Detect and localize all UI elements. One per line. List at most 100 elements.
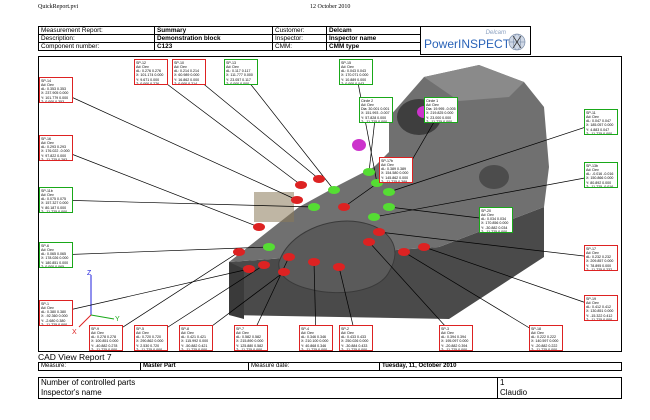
- leader-line: [423, 246, 602, 309]
- callout-id: SP-12: [136, 60, 146, 65]
- callout-id: SP-16: [41, 136, 51, 141]
- callout-row: X: 150.866 0.000: [586, 176, 614, 181]
- callout-row: dL: 0.232 0.232: [586, 255, 611, 260]
- callout-row: Y: -20.882 0.394: [441, 343, 468, 348]
- callout-row: X: 151.993 -0.007: [361, 111, 390, 116]
- measure-point-dot: [243, 265, 255, 273]
- callout-row: Ad: Dev: [341, 64, 354, 69]
- leader-line: [388, 121, 602, 193]
- callout-row: Y: 16.862 0.000: [174, 77, 200, 82]
- callout-row: dL: 0.034 0.034: [481, 217, 506, 222]
- measure-point-dot: [313, 175, 325, 183]
- callout-id: SP-7: [236, 326, 244, 331]
- callout-row: Ad: Dev: [341, 330, 354, 335]
- inspectors-name-value: Claudio: [497, 388, 622, 399]
- callout-row: Y: 23.057 0.117: [226, 77, 251, 82]
- callout-row: Ad: Dev: [226, 64, 239, 69]
- description-value: Demonstration block: [154, 34, 273, 43]
- measurement-report-label: Measurement Report:: [38, 26, 155, 35]
- measure-point-dot: [363, 238, 375, 246]
- callout-row: Z: 0.000 0.276: [136, 81, 160, 85]
- callout-row: Z: -11.725 0.389: [381, 179, 408, 183]
- callout-id: SP-13: [226, 60, 236, 65]
- axis-y-label: Y: [115, 316, 120, 323]
- callout-row: X: 290.862 0.000: [136, 339, 164, 344]
- callout-row: X: 185.057 0.000: [586, 123, 614, 128]
- callout-row: Z: -11.725 0.000: [586, 131, 613, 135]
- callout-row: Z: -11.725 0.000: [136, 347, 163, 351]
- circle-2-marker: [352, 139, 366, 151]
- callout-row: Ad: Dev: [301, 330, 314, 335]
- callout-row: dL: 0.222 0.222: [531, 335, 556, 340]
- controlled-parts-value: 1: [497, 377, 622, 388]
- callout-row: Z: -11.725 -0.016: [586, 184, 614, 188]
- callout-id: Circle 1: [426, 98, 439, 103]
- bore-small: [479, 165, 509, 189]
- callout-id: SP-2: [341, 326, 349, 331]
- callout-row: Ad: Dev: [236, 330, 249, 335]
- callout-id: SP-17b: [381, 158, 393, 163]
- callout-row: dL: 0.075 0.075: [41, 197, 66, 202]
- callout-row: X: 178.026 0.000: [41, 256, 69, 261]
- component-value: C123: [154, 42, 273, 51]
- callout-row: Y: 125.880 0.582: [236, 343, 264, 348]
- callout-row: X: 237.905 0.000: [41, 91, 69, 96]
- callout-row: Ad: Dev: [136, 64, 149, 69]
- callout-id: SP-8: [181, 326, 189, 331]
- leader-line: [55, 199, 315, 208]
- callout-row: Ad: Dev: [41, 82, 54, 87]
- leader-line: [150, 71, 302, 186]
- callout-row: Ad: Dev: [91, 330, 104, 335]
- callout-row: Z: -11.725 0.000: [181, 347, 208, 351]
- callout-id: SP-9: [91, 326, 99, 331]
- callout-row: X: 130.851 0.000: [586, 309, 614, 314]
- callout-row: dL: 0.293 0.293: [41, 145, 66, 150]
- callout-id: SP-3: [441, 326, 449, 331]
- callout-id: SP-15: [341, 60, 351, 65]
- measure-point-dot: [418, 243, 430, 251]
- callout-row: dL: 0.043 0.043: [341, 69, 366, 74]
- callout-row: Ad: Dev: [586, 300, 599, 305]
- callout-row: Y: 2.530 0.720: [136, 343, 160, 348]
- callout-row: X: 157.327 0.000: [41, 201, 69, 206]
- callout-row: X: 111.777 0.000: [226, 73, 253, 78]
- callout-row: Y: -15.322 0.412: [586, 313, 613, 318]
- block-rear-face: [424, 65, 524, 101]
- callout-row: Y: 80.892 0.000: [586, 180, 612, 185]
- measure-meta-table: Measure: Master Part Measure date: Tuesd…: [38, 362, 622, 371]
- measure-point-dot: [333, 263, 345, 271]
- file-name: QuickReport.pvi: [38, 4, 79, 10]
- callout-id: SP-1: [41, 301, 49, 306]
- callout-id: SP-5: [136, 326, 144, 331]
- callout-row: Y: 101.779 0.000: [41, 95, 69, 100]
- measure-point-dot: [233, 248, 245, 256]
- callout-row: Y: 80.187 0.000: [41, 205, 67, 210]
- callout-row: dL: 0.276 0.276: [136, 69, 161, 74]
- callout-row: dL: 0.278 0.278: [91, 335, 116, 340]
- callout-row: Z: -11.725 0.000: [236, 347, 263, 351]
- callout-row: dL: 0.353 0.353: [41, 87, 66, 92]
- powerinspect-logo: Delcam PowerINSPECT: [420, 26, 531, 55]
- callout-row: X: 195.097 0.000: [441, 339, 469, 344]
- callout-row: Z: 0.000 0.000: [226, 81, 250, 85]
- callout-row: Y: -20.882 0.222: [531, 343, 558, 348]
- measurement-report-value: Summary: [154, 26, 273, 35]
- globe-icon: [508, 33, 526, 51]
- callout-row: X: 170.071 0.000: [341, 73, 369, 78]
- measure-point-dot: [363, 168, 375, 176]
- axis-z-label: Z: [87, 270, 92, 277]
- callout-id: SP-13b: [586, 163, 598, 168]
- callout-row: Y: 180.851 0.000: [41, 260, 69, 265]
- report-info-table: Measurement Report: Summary Customer: De…: [38, 26, 429, 51]
- callout-row: Dia: 19.995 -0.005: [426, 107, 456, 112]
- axis-x-label: X: [72, 329, 77, 336]
- callout-row: X: 154.580 0.000: [381, 171, 409, 176]
